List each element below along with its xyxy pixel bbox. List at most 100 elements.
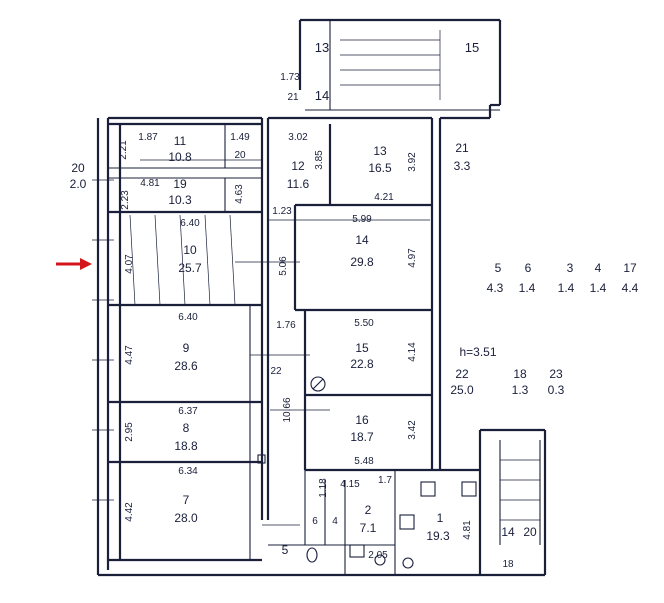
label-d149: 1.49 bbox=[230, 132, 250, 143]
label-d302: 3.02 bbox=[288, 132, 308, 143]
dimension-lines bbox=[140, 159, 430, 526]
stove-icon bbox=[420, 481, 436, 497]
label-r11: 11 bbox=[174, 134, 187, 148]
label-d342: 3.42 bbox=[407, 420, 418, 440]
label-a12: 11.6 bbox=[287, 177, 310, 191]
label-d21: 21 bbox=[287, 92, 299, 103]
label-r13: 13 bbox=[315, 40, 329, 55]
label-d637: 6.37 bbox=[178, 406, 198, 417]
label-r15: 15 bbox=[465, 40, 479, 55]
label-d599: 5.99 bbox=[352, 214, 372, 225]
stove-icon bbox=[461, 481, 477, 497]
labels: 13 15 1.73 21 14 1.87 11 10.8 1.49 20 2.… bbox=[70, 40, 639, 570]
label-d295: 2.95 bbox=[124, 422, 135, 442]
label-a15: 22.8 bbox=[350, 357, 374, 371]
label-a23: 0.3 bbox=[548, 383, 565, 397]
label-s4: 4 bbox=[595, 261, 602, 275]
label-r22: 22 bbox=[455, 367, 469, 381]
label-a20l: 2.0 bbox=[70, 177, 87, 191]
label-d421: 4.21 bbox=[374, 192, 394, 203]
label-r18: 18 bbox=[513, 367, 527, 381]
label-s3: 3 bbox=[567, 261, 574, 275]
outer-walls bbox=[96, 18, 547, 577]
label-r14: 14 bbox=[355, 233, 369, 247]
label-d22: 22 bbox=[270, 366, 282, 377]
window-marks bbox=[92, 179, 114, 501]
label-r18b: 18 bbox=[502, 559, 514, 570]
label-r14s: 14 bbox=[315, 88, 329, 103]
label-a11: 10.8 bbox=[168, 150, 192, 164]
label-r23: 23 bbox=[549, 367, 563, 381]
label-a7: 28.0 bbox=[174, 511, 198, 525]
label-r2: 2 bbox=[365, 503, 372, 517]
label-d414: 4.14 bbox=[407, 342, 418, 362]
label-d506: 5.06 bbox=[278, 256, 289, 276]
label-a2: 7.1 bbox=[360, 521, 377, 535]
sink-icon bbox=[349, 544, 365, 558]
label-r16: 16 bbox=[355, 413, 369, 427]
label-d550: 5.50 bbox=[354, 318, 374, 329]
label-s5: 5 bbox=[495, 261, 502, 275]
label-r20b: 20 bbox=[523, 525, 537, 539]
label-s6: 6 bbox=[525, 261, 532, 275]
circle-slash-icon bbox=[310, 376, 326, 392]
label-sa4: 1.4 bbox=[590, 281, 607, 295]
label-sa5: 4.3 bbox=[487, 281, 504, 295]
label-d176: 1.76 bbox=[276, 320, 296, 331]
label-d385: 3.85 bbox=[314, 150, 325, 170]
toilet-icon bbox=[306, 547, 318, 563]
label-r10: 10 bbox=[183, 243, 197, 257]
stove-icon bbox=[402, 557, 414, 569]
label-r21: 21 bbox=[455, 141, 469, 155]
label-a21: 3.3 bbox=[454, 159, 471, 173]
label-d17: 1.7 bbox=[378, 475, 392, 486]
label-a13: 16.5 bbox=[368, 161, 392, 175]
label-d463: 4.63 bbox=[234, 184, 245, 204]
label-h: h=3.51 bbox=[459, 345, 496, 359]
label-d205: 2.05 bbox=[368, 550, 388, 561]
label-d1066: 10.66 bbox=[282, 397, 293, 422]
label-d392: 3.92 bbox=[407, 152, 418, 172]
label-r14b: 14 bbox=[501, 525, 515, 539]
partitions bbox=[108, 30, 541, 575]
label-d187: 1.87 bbox=[138, 132, 158, 143]
label-r12: 12 bbox=[291, 159, 305, 173]
label-r6: 6 bbox=[312, 516, 318, 527]
label-a9: 28.6 bbox=[174, 359, 198, 373]
label-d415: 4.15 bbox=[340, 479, 360, 490]
label-d407: 4.07 bbox=[124, 254, 135, 274]
label-d118: 1.18 bbox=[318, 478, 329, 498]
label-a18: 1.3 bbox=[512, 383, 529, 397]
label-d481b: 4.81 bbox=[462, 520, 473, 540]
label-d442: 4.42 bbox=[124, 502, 135, 522]
label-sa3: 1.4 bbox=[558, 281, 575, 295]
label-d640a: 6.40 bbox=[180, 218, 200, 229]
label-r13b: 13 bbox=[373, 144, 387, 158]
label-d223: 2.23 bbox=[120, 190, 131, 210]
label-a14: 29.8 bbox=[350, 255, 374, 269]
label-d123: 1.23 bbox=[272, 206, 292, 217]
label-d548: 5.48 bbox=[354, 456, 374, 467]
label-a22: 25.0 bbox=[450, 383, 474, 397]
label-r20: 20 bbox=[234, 150, 246, 161]
label-r8: 8 bbox=[183, 421, 190, 435]
label-d634: 6.34 bbox=[178, 466, 198, 477]
label-a19: 10.3 bbox=[168, 193, 192, 207]
label-sa6: 1.4 bbox=[519, 281, 536, 295]
label-d640b: 6.40 bbox=[178, 312, 198, 323]
label-a8: 18.8 bbox=[174, 439, 198, 453]
label-d481: 4.81 bbox=[140, 178, 160, 189]
label-a10: 25.7 bbox=[178, 261, 202, 275]
label-d173: 1.73 bbox=[280, 72, 300, 83]
arrow-right-icon bbox=[56, 258, 92, 270]
label-r15: 15 bbox=[355, 341, 369, 355]
symbols bbox=[257, 376, 477, 569]
label-sa17: 4.4 bbox=[622, 281, 639, 295]
label-r7: 7 bbox=[183, 493, 190, 507]
label-r5: 5 bbox=[282, 543, 289, 557]
stove-icon bbox=[399, 514, 415, 530]
label-r9: 9 bbox=[183, 341, 190, 355]
label-a1: 19.3 bbox=[426, 529, 450, 543]
label-s17: 17 bbox=[623, 261, 637, 275]
label-d447: 4.47 bbox=[124, 345, 135, 365]
